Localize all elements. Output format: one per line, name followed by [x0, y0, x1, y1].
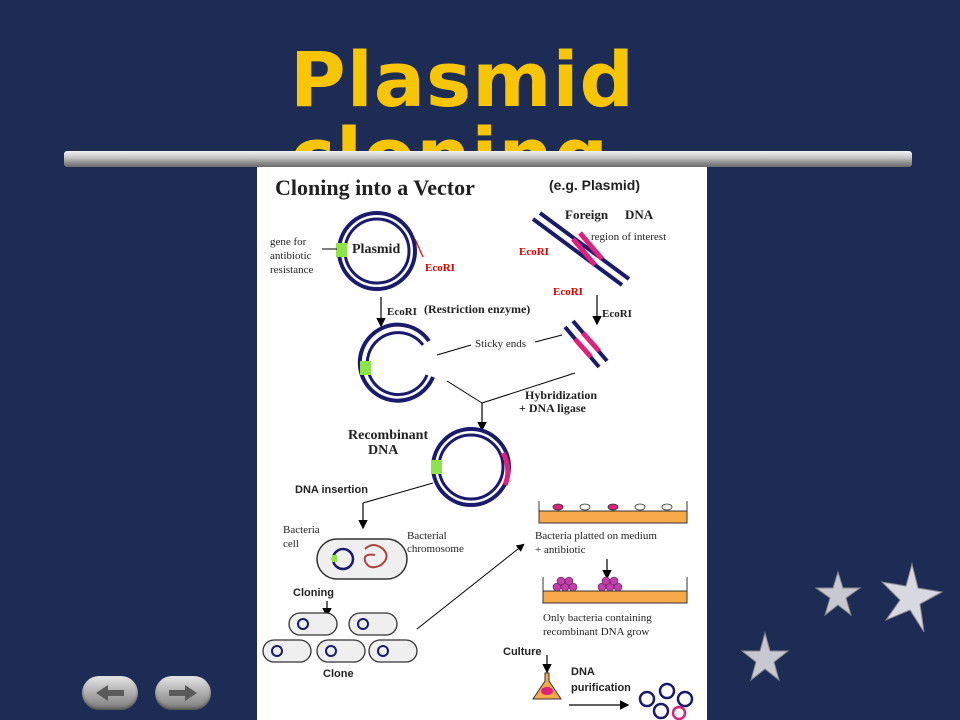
restriction-label: (Restriction enzyme) [424, 302, 530, 316]
previous-slide-button[interactable] [82, 676, 138, 710]
gene-label-1: gene for [270, 236, 307, 248]
star-icon [740, 631, 790, 682]
diagram-heading-note: (e.g. Plasmid) [549, 177, 640, 193]
plated-label-1: Bacteria platted on medium [535, 530, 657, 542]
arrow-right-icon [169, 685, 197, 701]
dna-label: DNA [571, 666, 595, 678]
region-label: region of interest [591, 231, 666, 243]
cloning-diagram: Cloning into a Vector (e.g. Plasmid) Pla… [257, 167, 707, 720]
only-label-2: recombinant DNA grow [543, 626, 649, 638]
chromosome-label-2: chromosome [407, 543, 464, 555]
foreign-dna-strands [531, 211, 631, 287]
arrow-left-icon [96, 685, 124, 701]
ecori-bottom-label: EcoRI [553, 286, 583, 298]
cut-plasmid [357, 322, 435, 403]
gene-label-3: resistance [270, 264, 313, 276]
recombinant-label: Recombinant [348, 428, 428, 443]
clone-label: Clone [323, 668, 354, 680]
clone-cells [262, 612, 418, 663]
gene-label-2: antibiotic [270, 250, 312, 262]
insertion-label: DNA insertion [295, 484, 368, 496]
purified-plasmids [638, 682, 694, 720]
recombinant-plasmid [431, 427, 511, 507]
next-slide-button[interactable] [155, 676, 211, 710]
cloning-label: Cloning [293, 587, 334, 599]
culture-label: Culture [503, 646, 542, 658]
diagram-heading: Cloning into a Vector [275, 175, 475, 200]
foreign-label: Foreign [565, 207, 609, 222]
ligase-label: + DNA ligase [519, 401, 587, 415]
plasmid-label: Plasmid [352, 242, 400, 257]
culture-flask [532, 672, 562, 700]
star-icon [814, 570, 862, 617]
sticky-ends-label: Sticky ends [475, 338, 526, 350]
plasmid-circle [336, 211, 424, 291]
ecori-left-label: EcoRI [519, 246, 549, 258]
ecori-arrow-left-label: EcoRI [387, 306, 417, 318]
only-label-1: Only bacteria containing [543, 612, 652, 624]
hybridization-label: Hybridization [525, 388, 597, 402]
bacteria-cell [316, 538, 408, 580]
recombinant-dna-label: DNA [368, 443, 399, 458]
ecori-arrow-right-label: EcoRI [602, 308, 632, 320]
bacteria-cell-label-1: Bacteria [283, 524, 320, 536]
chromosome-label-1: Bacterial [407, 530, 447, 542]
foreign-dna-label: DNA [625, 207, 654, 222]
clone-plasmids [271, 618, 389, 657]
title-underline-bar [64, 151, 912, 167]
culture-plate-2 [542, 576, 688, 604]
cut-fragment [563, 319, 609, 369]
star-icon [880, 562, 944, 633]
ecori-plasmid-label: EcoRI [425, 262, 455, 274]
purification-label: purification [571, 682, 631, 694]
culture-plate-1 [538, 501, 688, 524]
plated-label-2: + antibiotic [535, 544, 586, 556]
bacteria-cell-label-2: cell [283, 538, 299, 550]
